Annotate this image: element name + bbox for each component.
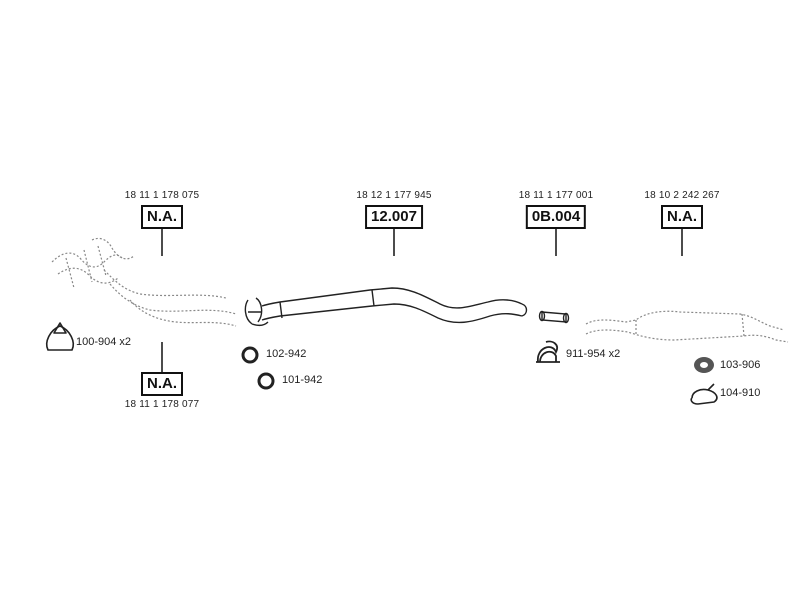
part-code-manifold[interactable]: N.A. [141, 205, 183, 229]
part-code-rear-silencer[interactable]: N.A. [661, 205, 703, 229]
middle-silencer-pipe-drawing [244, 287, 528, 327]
oem-number-rear-silencer: 18 10 2 242 267 [644, 190, 720, 201]
rear-silencer-drawing [585, 310, 789, 343]
clamp-icon [536, 340, 560, 363]
exhaust-manifold-drawing [51, 237, 237, 327]
part-code-manifold-lower[interactable]: N.A. [141, 372, 183, 396]
oem-number-sleeve: 18 11 1 177 001 [518, 190, 594, 201]
rubber-ring-icon [694, 357, 714, 373]
gasket-triangle-outline [45, 325, 75, 351]
hanger-icon [690, 383, 718, 405]
accessory-label-ring-1[interactable]: 102-942 [266, 348, 307, 360]
accessory-label-rubber-ring[interactable]: 103-906 [720, 359, 761, 371]
accessory-label-clamp[interactable]: 911-954 x2 [566, 348, 621, 360]
part-code-middle-silencer[interactable]: 12.007 [365, 205, 423, 229]
part-code-sleeve[interactable]: 0B.004 [525, 205, 587, 229]
accessory-label-hanger[interactable]: 104-910 [720, 387, 761, 399]
oem-number-manifold-lower: 18 11 1 178 077 [124, 399, 200, 410]
connecting-sleeve-drawing [538, 310, 570, 324]
accessory-label-gasket[interactable]: 100-904 x2 [76, 336, 132, 348]
ring-gasket-icon [257, 372, 275, 390]
oem-number-manifold: 18 11 1 178 075 [124, 190, 200, 201]
accessory-label-ring-2[interactable]: 101-942 [282, 374, 323, 386]
oem-number-middle-silencer: 18 12 1 177 945 [356, 190, 432, 201]
ring-gasket-icon [241, 346, 259, 364]
